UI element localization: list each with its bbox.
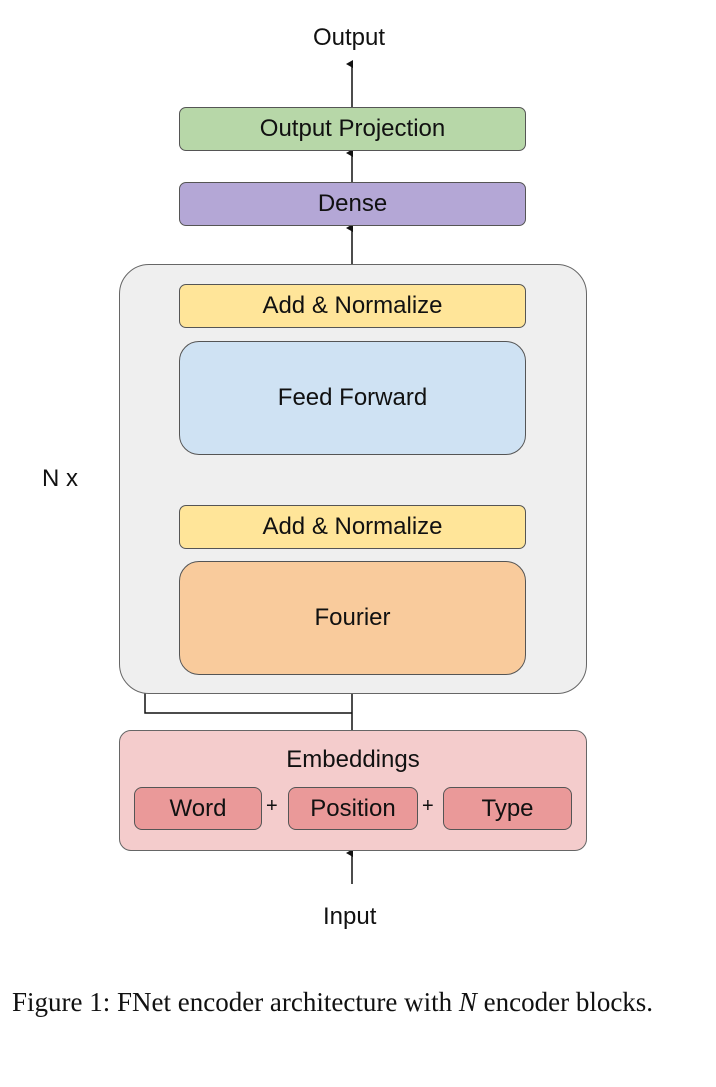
caption-prefix: Figure 1: FNet encoder architecture with [12,987,459,1017]
repeat-label: N x [42,465,78,492]
figure-caption: Figure 1: FNet encoder architecture with… [12,984,694,1021]
feed-forward-block: Feed Forward [179,341,526,455]
caption-variable: N [458,987,477,1017]
add-normalize-top-block: Add & Normalize [179,284,526,328]
fourier-block: Fourier [179,561,526,675]
fnet-architecture-diagram: Output Output Projection Dense N x Add &… [42,24,587,930]
dense-block: Dense [179,182,526,226]
caption-suffix: encoder blocks. [476,987,654,1017]
input-label: Input [323,903,377,930]
embedding-type: Type [443,787,572,830]
output-projection-block: Output Projection [179,107,526,151]
embedding-position: Position [288,787,418,830]
output-label: Output [313,24,386,51]
embeddings-title: Embeddings [286,746,420,773]
embedding-word: Word [134,787,262,830]
plus-sign: + [266,795,278,817]
add-normalize-bottom-block: Add & Normalize [179,505,526,549]
plus-sign: + [422,795,434,817]
